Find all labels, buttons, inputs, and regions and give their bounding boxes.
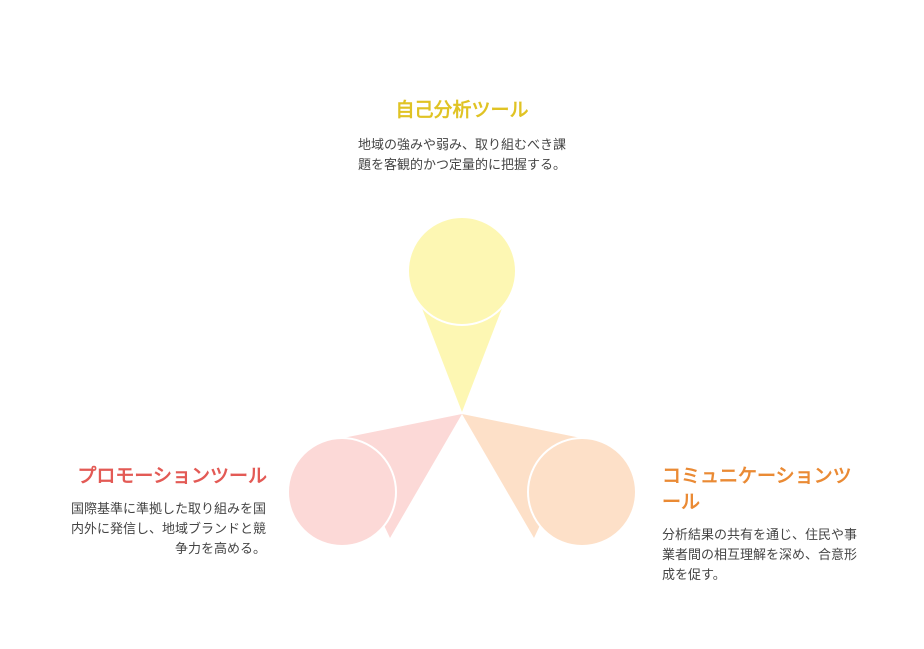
left-tool-title: プロモーションツール bbox=[77, 465, 267, 487]
top-cone bbox=[407, 216, 517, 412]
top-tool-title: 自己分析ツール bbox=[395, 99, 529, 121]
left-cone-circle bbox=[287, 437, 397, 547]
right-tool-description: 分析結果の共有を通じ、住民や事業者間の相互理解を深め、合意形成を促す。 bbox=[662, 528, 858, 583]
left-cone bbox=[287, 414, 462, 547]
right-cone-body bbox=[462, 414, 581, 538]
right-cone-circle bbox=[527, 437, 637, 547]
left-tool-description: 国際基準に準拠した取り組みを国内外に発信し、地域ブランドと競争力を高める。 bbox=[70, 502, 266, 557]
left-cone-body bbox=[343, 414, 462, 538]
top-cone-circle bbox=[407, 216, 517, 326]
top-tool-description: 地域の強みや弱み、取り組むべき課題を客観的かつ定量的に把握する。 bbox=[358, 138, 567, 173]
right-tool-title: コミュニケーションツール bbox=[662, 465, 852, 513]
right-cone bbox=[462, 414, 637, 547]
